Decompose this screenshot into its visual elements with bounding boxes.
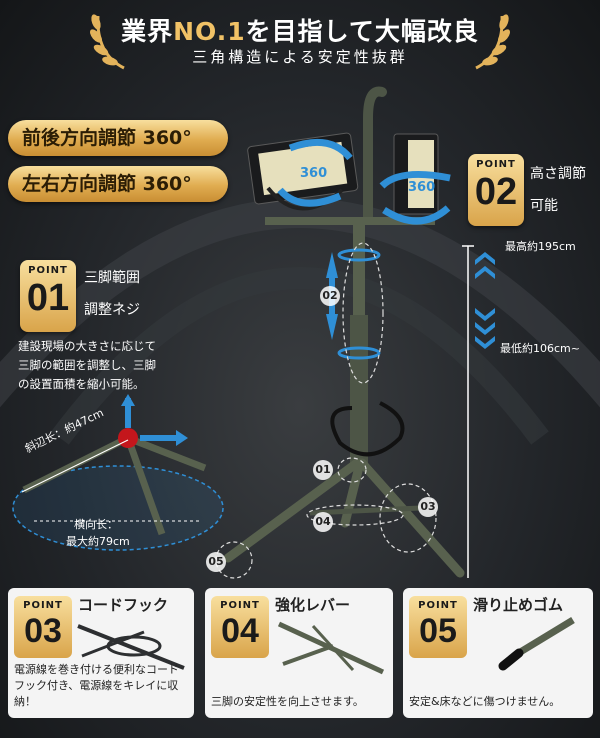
point-01-title: 三脚範囲 調整ネジ xyxy=(84,270,140,318)
point-05-title: 滑り止めゴム xyxy=(473,596,564,614)
point-04-card: POINT 04 強化レバー 三脚の安定性を向上させます。 xyxy=(205,588,393,718)
callout-03: 03 xyxy=(418,497,438,517)
point-02-badge: POINT 02 xyxy=(468,154,524,226)
point-04-description: 三脚の安定性を向上させます。 xyxy=(211,695,364,708)
point-02-title: 高さ調節 可能 xyxy=(530,166,586,214)
point-05-badge: POINT 05 xyxy=(409,596,467,658)
point-01-badge: POINT 01 xyxy=(20,260,76,332)
point-03-card: POINT 03 コードフック 電源線を巻き付ける便利なコード フック付き、電源… xyxy=(8,588,194,718)
non-slip-rubber-image xyxy=(498,617,575,671)
callout-04: 04 xyxy=(313,512,333,532)
width-length-label-1: 横向长： xyxy=(74,518,118,531)
rotation-label-vertical: 360 xyxy=(408,180,436,195)
point-05-description: 安定&床などに傷つけません。 xyxy=(409,695,561,708)
callout-05: 05 xyxy=(206,552,226,572)
point-05-card: POINT 05 滑り止めゴム 安定&床などに傷つけません。 xyxy=(403,588,593,718)
page-subtitle: 三角構造による安定性抜群 xyxy=(192,48,408,66)
left-right-adjust-pill: 左右方向調節 360° xyxy=(8,166,228,202)
page-title: 業界NO.1を目指して大幅改良 xyxy=(121,17,479,46)
point-01-description: 建設現場の大きさに応じて 三脚の範囲を調整し、三脚 の設置面積を縮小可能。 xyxy=(18,339,156,391)
cord-hook-image xyxy=(77,624,185,670)
header: 業界NO.1を目指して大幅改良 三角構造による安定性抜群 xyxy=(0,0,600,78)
point-04-badge: POINT 04 xyxy=(211,596,269,658)
max-height-label: 最高約195cm xyxy=(505,240,576,253)
callout-02: 02 xyxy=(320,286,340,306)
point-03-title: コードフック xyxy=(78,596,169,614)
rotation-label-horizontal: 360 xyxy=(300,166,328,181)
width-length-label-2: 最大約79cm xyxy=(66,535,130,548)
laurel-left-icon xyxy=(90,14,125,70)
reinforced-lever-image xyxy=(277,621,385,675)
point-04-title: 強化レバー xyxy=(275,596,351,614)
point-03-badge: POINT 03 xyxy=(14,596,72,658)
callout-01: 01 xyxy=(313,460,333,480)
laurel-right-icon xyxy=(475,14,510,70)
min-height-label: 最低約106cm~ xyxy=(500,342,580,355)
front-back-adjust-pill: 前後方向調節 360° xyxy=(8,120,228,156)
point-03-description: 電源線を巻き付ける便利なコード フック付き、電源線をキレイに収納！ xyxy=(14,663,179,708)
